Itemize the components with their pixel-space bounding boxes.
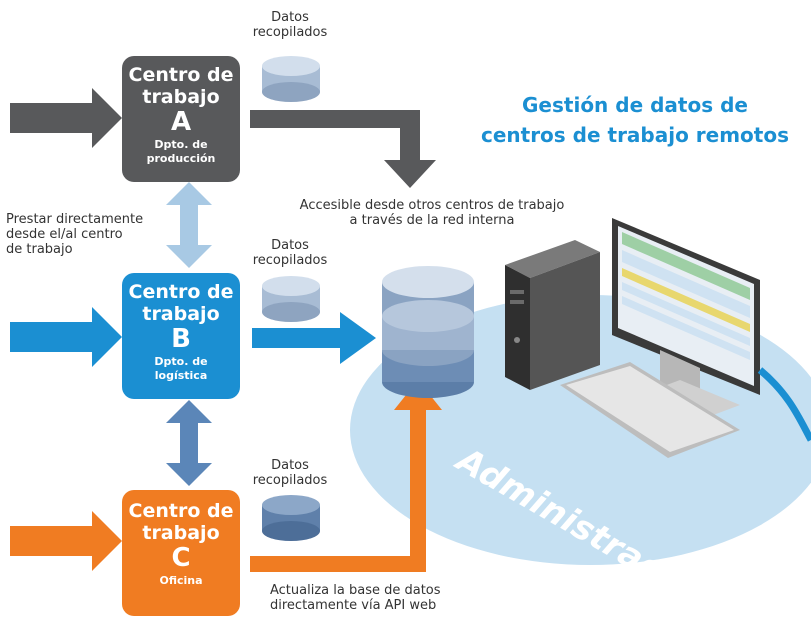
center-b-title: Centro de trabajo [128, 281, 234, 325]
center-c-box: Centro de trabajo C Oficina [122, 490, 240, 616]
page-title: Gestión de datos de centros de trabajo r… [480, 93, 790, 147]
lend-arrow-bc [166, 400, 212, 486]
center-c-title: Centro de trabajo [128, 500, 234, 544]
input-arrow-b [10, 307, 122, 367]
pc-tower-icon [505, 240, 600, 390]
input-arrow-a [10, 88, 122, 148]
lend-arrow-ab [166, 182, 212, 268]
lend-label: Prestar directamente desde el/al centro … [6, 212, 144, 257]
center-b-dept: Dpto. de logística [154, 355, 208, 382]
central-database-icon [382, 266, 474, 398]
center-a-letter: A [170, 107, 192, 137]
arrow-b-to-database [252, 312, 376, 364]
collected-label-c: Datos recopilados [252, 458, 328, 488]
center-b-box: Centro de trabajo B Dpto. de logística [122, 273, 240, 399]
monitor-cable [757, 367, 811, 442]
center-b-letter: B [171, 324, 191, 354]
center-a-box: Centro de trabajo A Dpto. de producción [122, 56, 240, 182]
input-arrow-c [10, 511, 122, 571]
arrow-a-to-network [250, 110, 436, 188]
center-a-title: Centro de trabajo [128, 64, 234, 108]
collected-data-cylinder-c [262, 495, 320, 541]
collected-data-cylinder-b [262, 276, 320, 322]
collected-label-a: Datos recopilados [252, 10, 328, 40]
collected-label-b: Datos recopilados [252, 238, 328, 268]
accessible-label: Accesible desde otros centros de trabajo… [299, 198, 565, 228]
center-c-dept: Oficina [159, 574, 203, 587]
keyboard-icon [560, 362, 740, 458]
center-c-letter: C [171, 543, 191, 573]
update-label: Actualiza la base de datos directamente … [270, 583, 441, 613]
center-a-dept: Dpto. de producción [146, 138, 216, 165]
monitor-icon [612, 218, 760, 420]
arrow-c-to-database [250, 380, 442, 572]
collected-data-cylinder-a [262, 56, 320, 102]
